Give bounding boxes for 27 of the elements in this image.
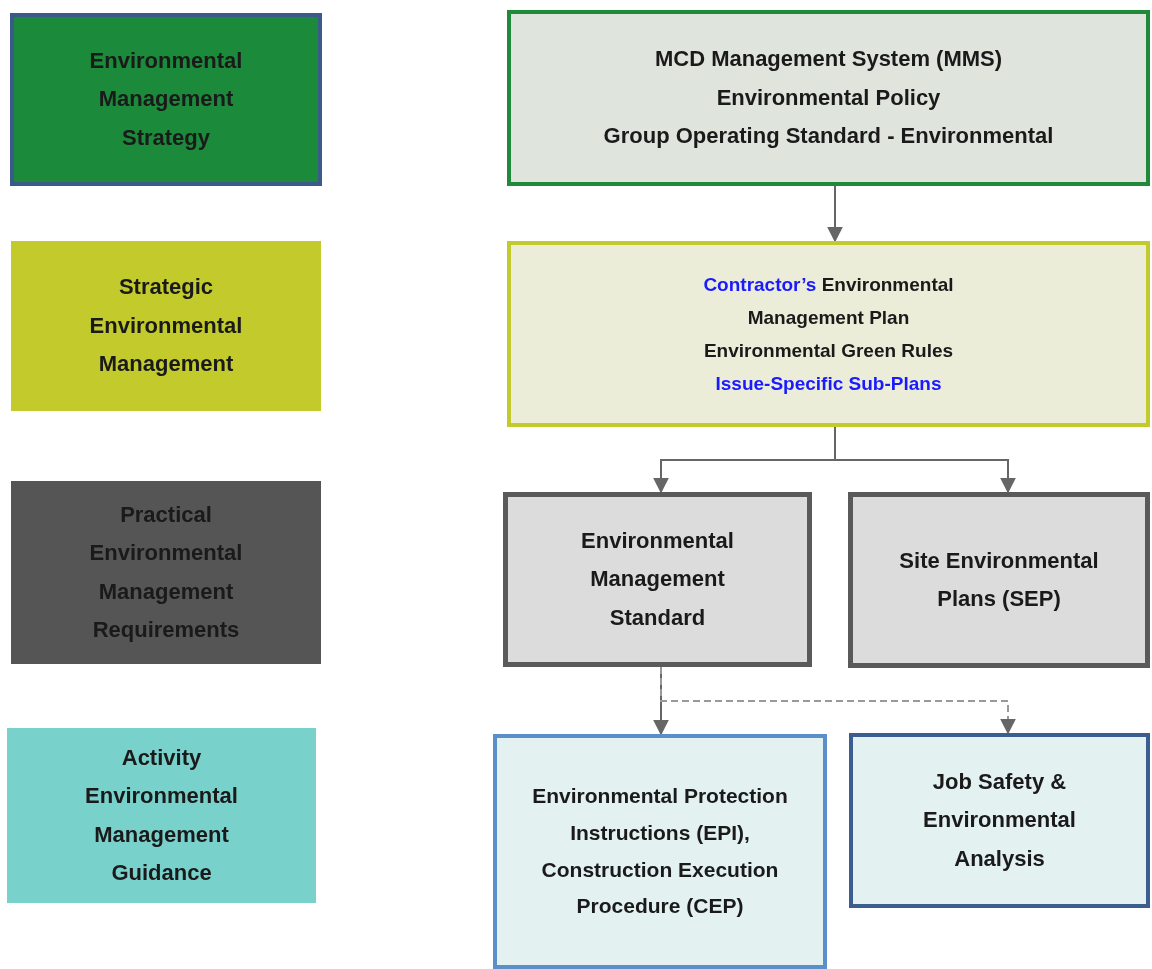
- process-box: [848, 492, 1150, 668]
- process-box: [849, 733, 1150, 908]
- node-text: Issue-Specific Sub-Plans: [715, 372, 942, 397]
- node-text: Job Safety & Environmental Analysis: [922, 767, 1077, 873]
- level-band: [11, 481, 321, 664]
- arrow: [660, 666, 1016, 735]
- node-text: Environmental Management Strategy: [88, 46, 244, 152]
- node-text: Strategic Environmental Management: [88, 273, 244, 379]
- node-text: Environmental Policy: [716, 83, 941, 112]
- process-box: [507, 10, 1150, 186]
- level-band: [7, 728, 316, 903]
- node-text: Activity Environmental Management Guidance: [84, 743, 239, 887]
- node-text: Site Environmental Plans (SEP): [898, 546, 1100, 613]
- node-text: MCD Management System (MMS): [654, 45, 1003, 74]
- node-text: Environmental Management Standard: [580, 526, 735, 632]
- node-text: Contractor’s Environmental Management Plan: [702, 272, 955, 330]
- node-text: Environmental Protection Instructions (EPI), Construction Execution Procedure (CEP): [531, 783, 789, 920]
- node-text: Practical Environmental Management Requirements: [88, 500, 244, 644]
- process-box: [493, 734, 827, 969]
- level-band: [11, 241, 321, 411]
- process-box: [507, 241, 1150, 427]
- arrow: [834, 426, 1016, 494]
- level-band: [10, 13, 322, 186]
- arrow: [827, 185, 843, 243]
- node-text: Group Operating Standard - Environmental: [603, 122, 1054, 151]
- process-box: [503, 492, 812, 667]
- node-text: Environmental Green Rules: [703, 339, 954, 363]
